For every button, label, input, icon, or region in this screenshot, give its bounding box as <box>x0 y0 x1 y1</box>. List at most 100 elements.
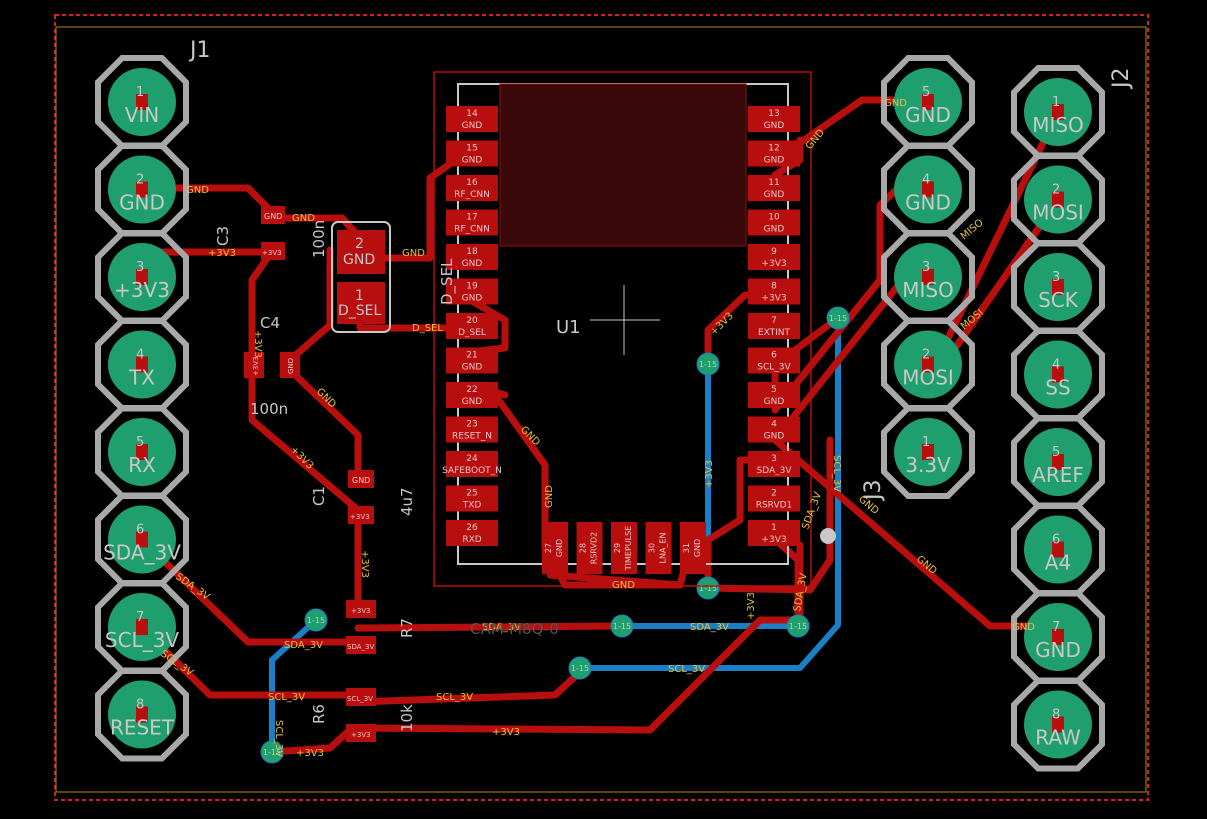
u1-left-pad-21 <box>446 347 498 374</box>
c1-value: 4u7 <box>398 487 416 516</box>
via-label: 1-15 <box>571 664 589 673</box>
u1-left-pad-21-label: GND <box>462 363 483 373</box>
u1-right-pad-1-label: +3V3 <box>761 535 786 545</box>
u1-bottom-pad-27-label: GND <box>555 539 564 557</box>
u1-left-pad-20-label: D_SEL <box>458 328 486 338</box>
u1-bottom-pad-30-num: 30 <box>648 543 657 553</box>
u1-left-pad-16-label: RF_CNN <box>454 190 490 200</box>
j1-pin-num: 8 <box>136 698 144 713</box>
u1-courtyard <box>433 71 812 587</box>
via-label: 1-15 <box>307 616 325 625</box>
mounting-marker <box>820 528 836 544</box>
r6-top-label: SCL_3V <box>347 695 373 703</box>
u1-left-pad-18-num: 18 <box>466 247 478 257</box>
u1-left-pad-24 <box>446 451 498 477</box>
j2-outline-8 <box>1011 677 1105 772</box>
j1-pin-label: GND <box>119 191 165 215</box>
c4-value: 100n <box>250 400 288 418</box>
c1-pad-bot <box>348 506 374 524</box>
u1-right-pad-11-num: 11 <box>768 178 779 188</box>
u1-bottom-pad-31 <box>680 522 706 574</box>
u1-right-pad-4-num: 4 <box>771 420 777 430</box>
u1-right-pad-5-label: GND <box>764 397 785 407</box>
lbl-scl-3: SCL_3V <box>436 692 473 703</box>
u1-right-pad-4 <box>748 416 800 443</box>
board-outline <box>54 14 1149 801</box>
u1-right-pad-10-label: GND <box>764 225 785 235</box>
c1-top-label: GND <box>352 476 370 485</box>
lbl-gnd-1: GND <box>186 185 209 196</box>
u1-right-pad-2-num: 2 <box>771 489 777 499</box>
u1-right-pad-12 <box>748 140 800 167</box>
c4-designator: C4 <box>260 314 280 332</box>
j1-drill-8 <box>136 706 148 723</box>
j2-drill-6 <box>1052 541 1064 558</box>
j1-pin-label: SDA_3V <box>103 541 181 565</box>
j1-pin-label: TX <box>128 366 155 390</box>
u1-bottom-pad-30 <box>645 522 672 574</box>
u1-right-pad-13-label: GND <box>764 121 785 131</box>
u1-left-pad-16-num: 16 <box>466 178 478 188</box>
lbl-gnd-2: GND <box>292 213 315 224</box>
via <box>696 576 720 600</box>
j2-pin-num: 3 <box>1052 270 1060 285</box>
c1-pad-top <box>348 470 374 488</box>
u1-right-pad-1-num: 1 <box>771 523 777 533</box>
j1-pin-label: RESET <box>110 716 175 740</box>
r6-value: 10k <box>398 704 416 732</box>
u1-designator: U1 <box>556 317 581 338</box>
u1-right-pad-9-num: 9 <box>771 247 777 257</box>
j1-drill-3 <box>136 269 148 285</box>
r7-top-label: +3V3 <box>351 607 371 615</box>
u1-right-pad-11 <box>748 175 800 201</box>
via <box>610 614 634 638</box>
u1-right-pad-1 <box>748 520 800 546</box>
j3-drill-3 <box>922 269 934 285</box>
u1-left-pad-19 <box>446 278 498 305</box>
lbl-gnd-6: GND <box>884 98 907 109</box>
j3-pin-num: 4 <box>922 173 930 188</box>
u1-right-pad-2-label: RSRVD1 <box>756 501 793 511</box>
c3-pad-bot <box>261 242 285 260</box>
via <box>826 306 850 330</box>
via-label: 1-15 <box>263 748 281 757</box>
u1-bottom-pad-28 <box>576 522 603 574</box>
u1-right-pad-9-label: +3V3 <box>761 259 786 269</box>
j1-drill-6 <box>136 531 148 548</box>
j2-pin-label: RAW <box>1035 726 1081 750</box>
j2-pin-num: 4 <box>1052 358 1060 373</box>
j2-drill-4 <box>1052 366 1064 383</box>
u1-right-pad-3-label: SDA_3V <box>756 466 792 476</box>
j1-pin-num: 1 <box>136 85 144 100</box>
u1-left-pad-18 <box>446 244 498 270</box>
u1-left-pad-22-label: GND <box>462 397 483 407</box>
u1-left-pad-21-num: 21 <box>466 351 477 361</box>
j1-pin-num: 6 <box>136 523 144 538</box>
u1-left-pad-15 <box>446 140 498 167</box>
jumper-silk: D_SEL <box>438 258 457 305</box>
lbl-scl-6: SCL_3V <box>273 720 284 757</box>
j1-pin-label: +3V3 <box>114 278 170 302</box>
j1-pin-num: 7 <box>136 610 144 625</box>
u1-left-pad-14 <box>446 106 498 132</box>
j2-pin-num: 2 <box>1052 183 1060 198</box>
u1-left-pad-14-label: GND <box>462 121 483 131</box>
lbl-sda-4: SDA_3V <box>690 622 729 633</box>
lbl-scl-4: SCL_3V <box>668 664 705 675</box>
lbl-3v3-1: +3V3 <box>208 248 236 259</box>
u1-bottom-pad-29-num: 29 <box>613 543 622 553</box>
j2-designator: J2 <box>1109 68 1134 91</box>
lbl-scl-5: SCL_3V <box>831 455 842 492</box>
u1-left-pad-20-num: 20 <box>466 316 478 326</box>
lbl-3v3-3: +3V3 <box>492 727 520 738</box>
board-edge <box>55 26 1147 793</box>
via-label: 1-15 <box>789 622 807 631</box>
j3-pin-num: 2 <box>922 348 930 363</box>
u1-right-pad-6 <box>748 347 800 374</box>
u1-left-pad-26-num: 26 <box>466 523 478 533</box>
u1-bottom-pad-31-num: 31 <box>682 543 691 553</box>
u1-left-pad-23-label: RESET_N <box>452 432 492 442</box>
u1-right-pad-12-label: GND <box>764 156 785 166</box>
u1-bottom-pad-28-num: 28 <box>579 543 588 553</box>
